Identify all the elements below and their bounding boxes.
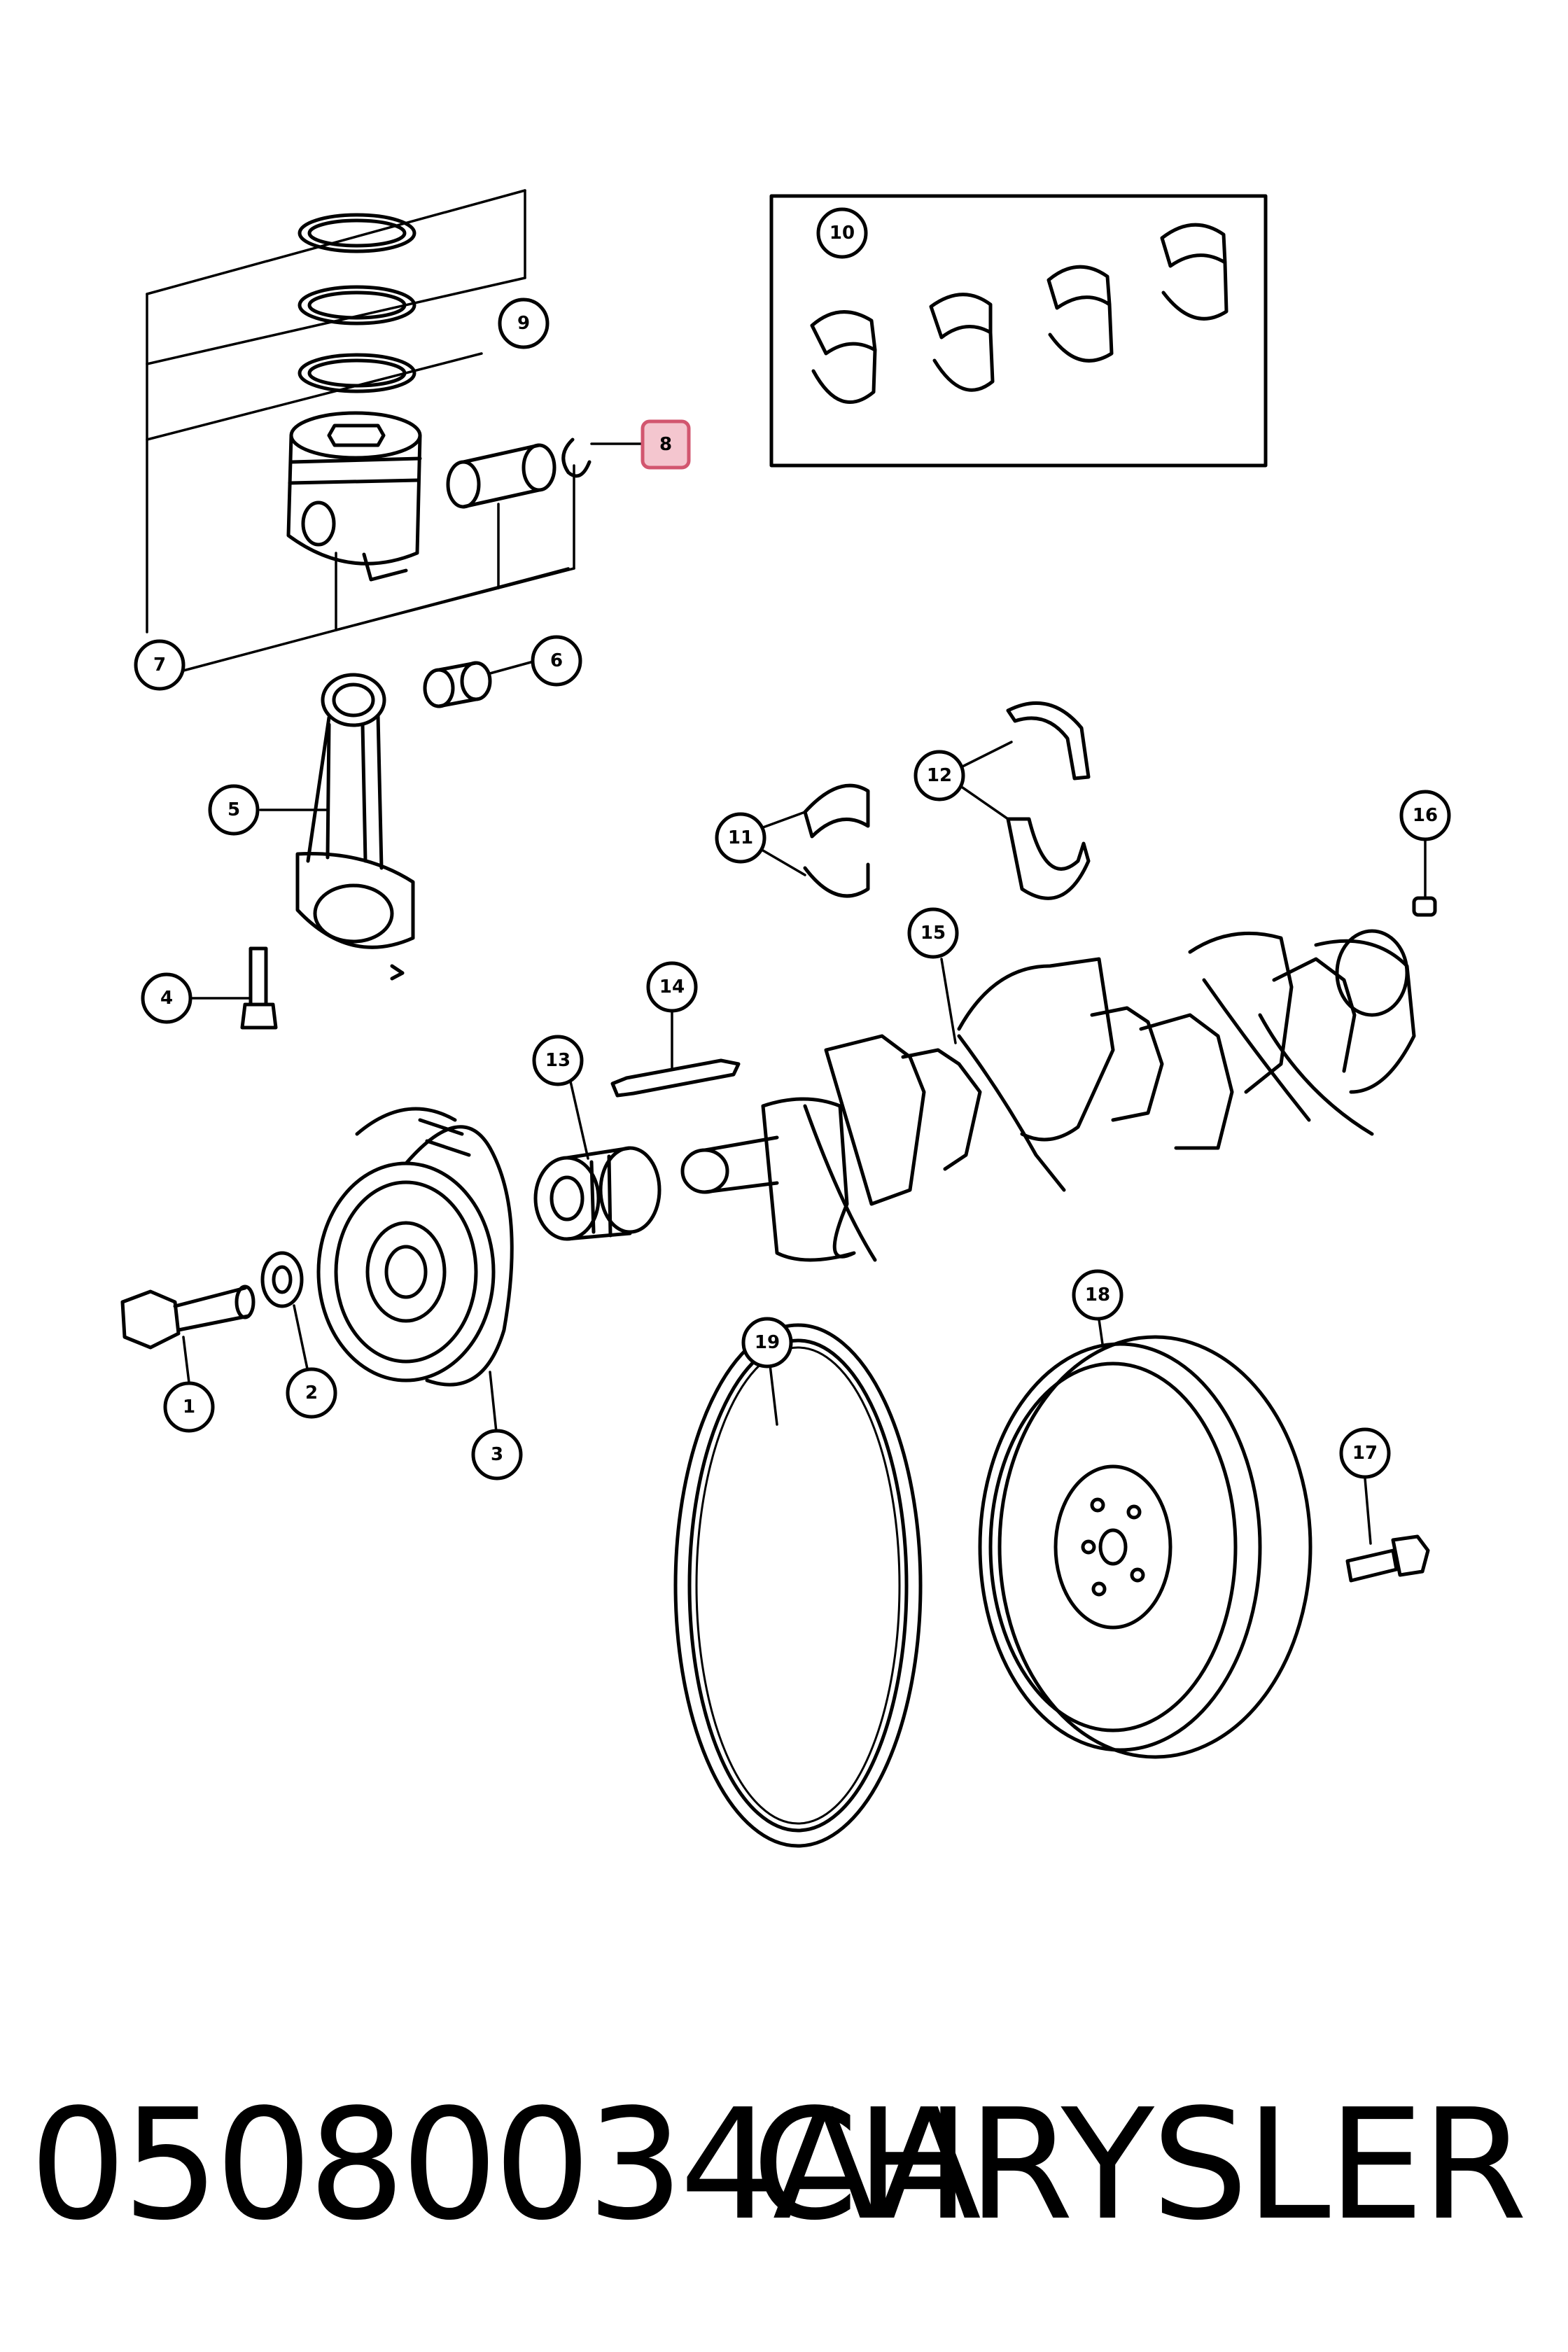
leader-12a	[961, 741, 1013, 768]
callout-9	[498, 298, 550, 349]
damper-bolt	[120, 1284, 255, 1350]
leader-11b	[762, 849, 806, 876]
callout-label-14: 14	[659, 976, 685, 997]
connecting-rod	[295, 673, 415, 981]
callout-17	[1339, 1427, 1391, 1479]
rod-bearing-shells	[810, 223, 1228, 404]
leader-15	[940, 958, 957, 1044]
callout-label-5: 5	[227, 799, 240, 820]
leader-2	[293, 1304, 309, 1373]
leader-3	[489, 1371, 498, 1440]
vibration-damper	[316, 1107, 514, 1387]
pin-retainer-clip	[561, 438, 592, 478]
callout-3	[471, 1429, 523, 1480]
callout-label-4: 4	[160, 988, 173, 1009]
callout-6	[531, 635, 582, 687]
tone-wheel	[673, 1323, 923, 1848]
callout-label-2: 2	[305, 1382, 318, 1404]
callouts	[134, 207, 1451, 1480]
callout-label-13: 13	[545, 1050, 570, 1071]
flywheel-bolt	[1345, 1534, 1430, 1583]
leader-12b	[961, 786, 1009, 820]
leader-1	[182, 1336, 190, 1384]
callout-11	[715, 812, 766, 864]
callout-10	[816, 207, 868, 259]
connecting-rod-bolt	[240, 946, 278, 1030]
callout-label-6: 6	[550, 650, 563, 671]
callout-label-18: 18	[1085, 1284, 1110, 1306]
callout-5	[208, 784, 260, 836]
group-bracket-lines	[146, 189, 575, 672]
callout-7	[134, 639, 186, 691]
callout-4	[141, 972, 192, 1024]
callout-13	[532, 1035, 584, 1086]
thrust-washers	[1006, 701, 1091, 900]
crankshaft	[680, 929, 1416, 1262]
callout-15	[907, 907, 959, 959]
callout-8	[640, 419, 691, 470]
callout-14	[646, 961, 698, 1013]
callout-label-10: 10	[830, 223, 855, 244]
callout-labels: 1 2 3 4 5 6 7 8 9 10 11 12 13 14 15 16 1…	[153, 223, 1438, 1465]
part-number: 05080034AA	[29, 2077, 981, 2254]
piston-rings	[298, 213, 416, 393]
callout-19	[741, 1317, 793, 1368]
leader-6	[489, 660, 535, 675]
main-bearing	[803, 783, 870, 898]
rod-bushing	[423, 661, 492, 708]
leader-19	[769, 1364, 778, 1426]
piston-pin	[446, 443, 556, 509]
piston	[286, 411, 422, 582]
flywheel	[978, 1335, 1312, 1759]
leader-11	[762, 811, 806, 829]
callout-12	[913, 750, 965, 802]
woodruff-key	[610, 1058, 741, 1098]
brand-name: CHRYSLER	[752, 2077, 1527, 2254]
dowel-pin	[1412, 896, 1437, 917]
callout-18	[1072, 1269, 1124, 1321]
leader-17	[1364, 1477, 1372, 1545]
callout-label-3: 3	[491, 1444, 503, 1465]
crankshaft-sprocket	[533, 1146, 662, 1241]
leader-18	[1098, 1318, 1104, 1345]
leader-13	[569, 1080, 589, 1160]
callout-label-11: 11	[728, 827, 753, 848]
callout-label-17: 17	[1352, 1443, 1378, 1464]
callout-2	[286, 1367, 337, 1419]
callout-label-7: 7	[153, 654, 166, 676]
callout-label-9: 9	[517, 313, 530, 334]
callout-label-19: 19	[755, 1332, 780, 1353]
callout-label-8: 8	[659, 434, 672, 455]
bearing-set-box	[769, 194, 1268, 468]
callout-label-15: 15	[920, 923, 946, 944]
callout-label-12: 12	[927, 765, 952, 786]
damper-washer	[260, 1251, 304, 1308]
exploded-parts-diagram: 1 2 3 4 5 6 7 8 9 10 11 12 13 14 15 16 1…	[120, 189, 1451, 1848]
callout-16	[1399, 790, 1451, 841]
callout-1	[163, 1381, 215, 1433]
callout-label-16: 16	[1413, 805, 1438, 826]
callout-label-1: 1	[183, 1396, 195, 1418]
